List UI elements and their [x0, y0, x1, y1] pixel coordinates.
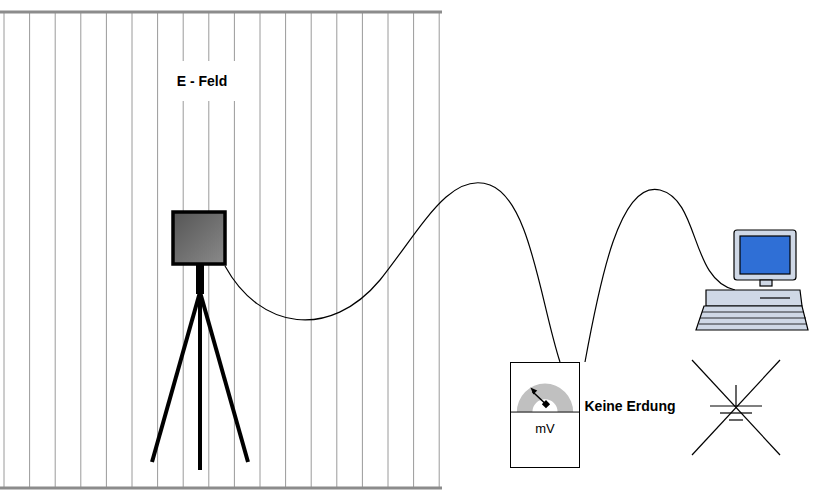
millivoltmeter: mV: [510, 362, 580, 468]
top-plate: [0, 11, 442, 14]
meter-dial: [511, 363, 579, 467]
bottom-plate: [0, 487, 442, 490]
cable: [225, 183, 560, 362]
field-label: E - Feld: [159, 61, 246, 101]
note-label: Keine Erdung: [578, 395, 681, 417]
tripod: [152, 292, 248, 470]
computer-icon: [696, 230, 808, 330]
field-lines: [4, 13, 439, 487]
tripod-stem: [196, 264, 204, 294]
node-text-wrap: mV: [511, 421, 579, 436]
unit-label: mV: [511, 421, 579, 436]
ground-symbol-crossed: [692, 360, 780, 455]
cable: [585, 189, 735, 362]
field-sensor: [173, 212, 225, 264]
